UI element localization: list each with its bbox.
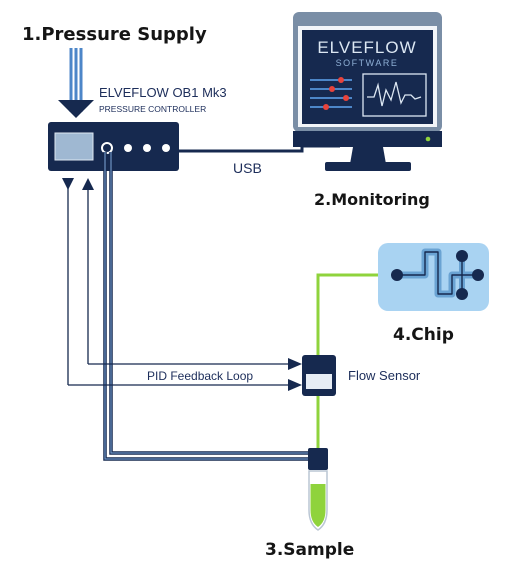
controller-port-2 xyxy=(124,144,132,152)
sample-label: 3.Sample xyxy=(265,540,354,560)
monitor-stand-base xyxy=(325,162,411,171)
controller-name: ELVEFLOW OB1 Mk3 xyxy=(99,85,227,100)
chip-label: 4.Chip xyxy=(393,325,454,345)
controller-port-1 xyxy=(101,142,113,154)
pressure-supply-arrow xyxy=(58,48,94,118)
sample-tube xyxy=(308,448,328,531)
microfluidic-chip xyxy=(378,243,489,311)
software-panel: ELVEFLOW SOFTWARE xyxy=(302,30,433,124)
controller-display xyxy=(54,132,94,161)
waveform-graph-icon xyxy=(362,73,427,117)
usb-label: USB xyxy=(233,160,262,176)
sample-cap xyxy=(308,448,328,470)
controller-subtitle: PRESSURE CONTROLLER xyxy=(99,104,206,114)
software-brand: ELVEFLOW xyxy=(317,38,416,57)
monitoring-label: 2.Monitoring xyxy=(314,190,430,209)
pressure-line xyxy=(103,152,308,461)
controller-port-4 xyxy=(162,144,170,152)
pressure-controller xyxy=(48,122,179,171)
software-subtitle: SOFTWARE xyxy=(336,58,399,68)
flow-sensor xyxy=(302,355,336,396)
flow-sensor-label: Flow Sensor xyxy=(348,368,421,383)
pressure-supply-label: 1.Pressure Supply xyxy=(22,24,207,45)
feedback-loop-label: PID Feedback Loop xyxy=(147,369,253,383)
feedback-lines xyxy=(62,178,302,391)
slider-controls-icon xyxy=(310,77,352,110)
controller-port-3 xyxy=(143,144,151,152)
